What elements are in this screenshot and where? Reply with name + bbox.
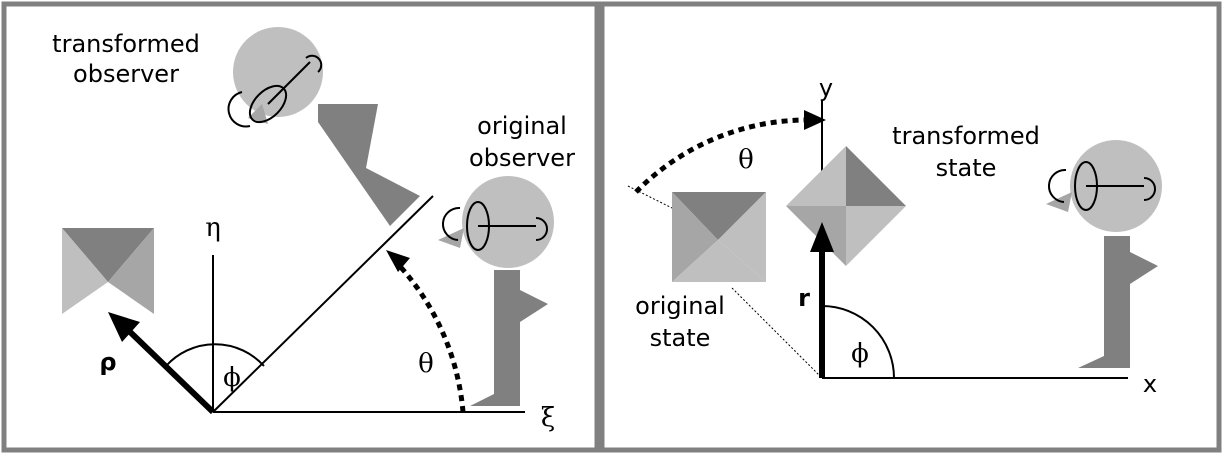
r-vector-arrowhead	[810, 222, 834, 252]
x-axis-label: x	[1143, 370, 1157, 398]
right-observer-nose	[1046, 192, 1072, 212]
right-observer-back-ear	[1048, 168, 1067, 203]
rho-vector-arrowhead	[108, 312, 140, 342]
transformed-observer-label-line1: transformed	[52, 30, 200, 58]
original-observer-body	[470, 270, 548, 406]
original-observer-ear	[535, 217, 548, 241]
original-state-right-triangle	[718, 192, 766, 282]
eta-axis-label: η	[205, 213, 221, 243]
theta-arrowhead	[386, 250, 410, 272]
left-object	[62, 228, 154, 314]
r-label: r	[798, 284, 810, 312]
original-state-left-triangle	[672, 192, 718, 282]
original-state-object	[672, 192, 766, 282]
transformed-state-label-line2: state	[936, 154, 997, 182]
original-state-label-line2: state	[650, 324, 711, 352]
xi-axis-label: ξ	[541, 403, 555, 433]
transformed-observer	[227, 27, 420, 226]
y-axis-label: y	[819, 74, 833, 102]
right-panel-frame	[599, 1, 1222, 453]
rho-label: ρ	[99, 348, 116, 376]
original-state-bottom-triangle	[672, 240, 766, 282]
right-phi-label: ϕ	[851, 339, 869, 369]
original-state-label-line1: original	[635, 292, 725, 320]
right-theta-arc	[634, 117, 809, 194]
transformed-state-top-right	[846, 146, 906, 206]
transformed-state-bottom-right	[846, 206, 906, 266]
transformed-state-label-line1: transformed	[892, 122, 1040, 150]
right-theta-label: θ	[738, 145, 754, 175]
left-object-left-triangle	[62, 228, 108, 314]
rho-vector-line	[123, 325, 216, 415]
rotated-axis	[212, 195, 434, 413]
original-state-guide-bottom	[731, 287, 823, 379]
transformed-observer-sightline	[267, 61, 311, 105]
left-panel-frame	[1, 1, 600, 453]
phi-arc	[165, 343, 265, 367]
transformed-observer-label-line2: observer	[73, 60, 179, 88]
right-observer-ear	[1143, 177, 1156, 201]
original-observer-label-line2: observer	[469, 144, 575, 172]
original-observer	[438, 176, 554, 406]
left-object-top-triangle	[62, 228, 154, 282]
transformed-observer-ear	[305, 54, 323, 73]
transformed-state-object	[786, 146, 906, 266]
right-observer-body	[1078, 236, 1158, 368]
original-observer-head	[462, 176, 554, 268]
transformed-observer-head	[233, 27, 323, 117]
theta-arc	[394, 260, 466, 413]
original-observer-label-line1: original	[477, 112, 567, 140]
original-observer-back-ear	[442, 206, 461, 241]
transformed-observer-body	[318, 104, 420, 226]
transformed-state-bottom-left	[786, 206, 846, 266]
theta-label: θ	[418, 349, 434, 379]
right-panel: y x θ original state transformed state	[627, 74, 1162, 398]
transformed-state-top-left	[786, 146, 846, 206]
right-observer	[1046, 140, 1162, 368]
phi-label: ϕ	[223, 363, 241, 393]
right-theta-arrowhead	[804, 110, 826, 130]
original-state-top-triangle	[672, 192, 766, 240]
right-phi-arc	[821, 305, 895, 379]
left-object-right-triangle	[108, 228, 154, 314]
left-panel: transformed observer original observer η…	[52, 27, 575, 433]
transformed-observer-back-ear	[227, 91, 251, 128]
